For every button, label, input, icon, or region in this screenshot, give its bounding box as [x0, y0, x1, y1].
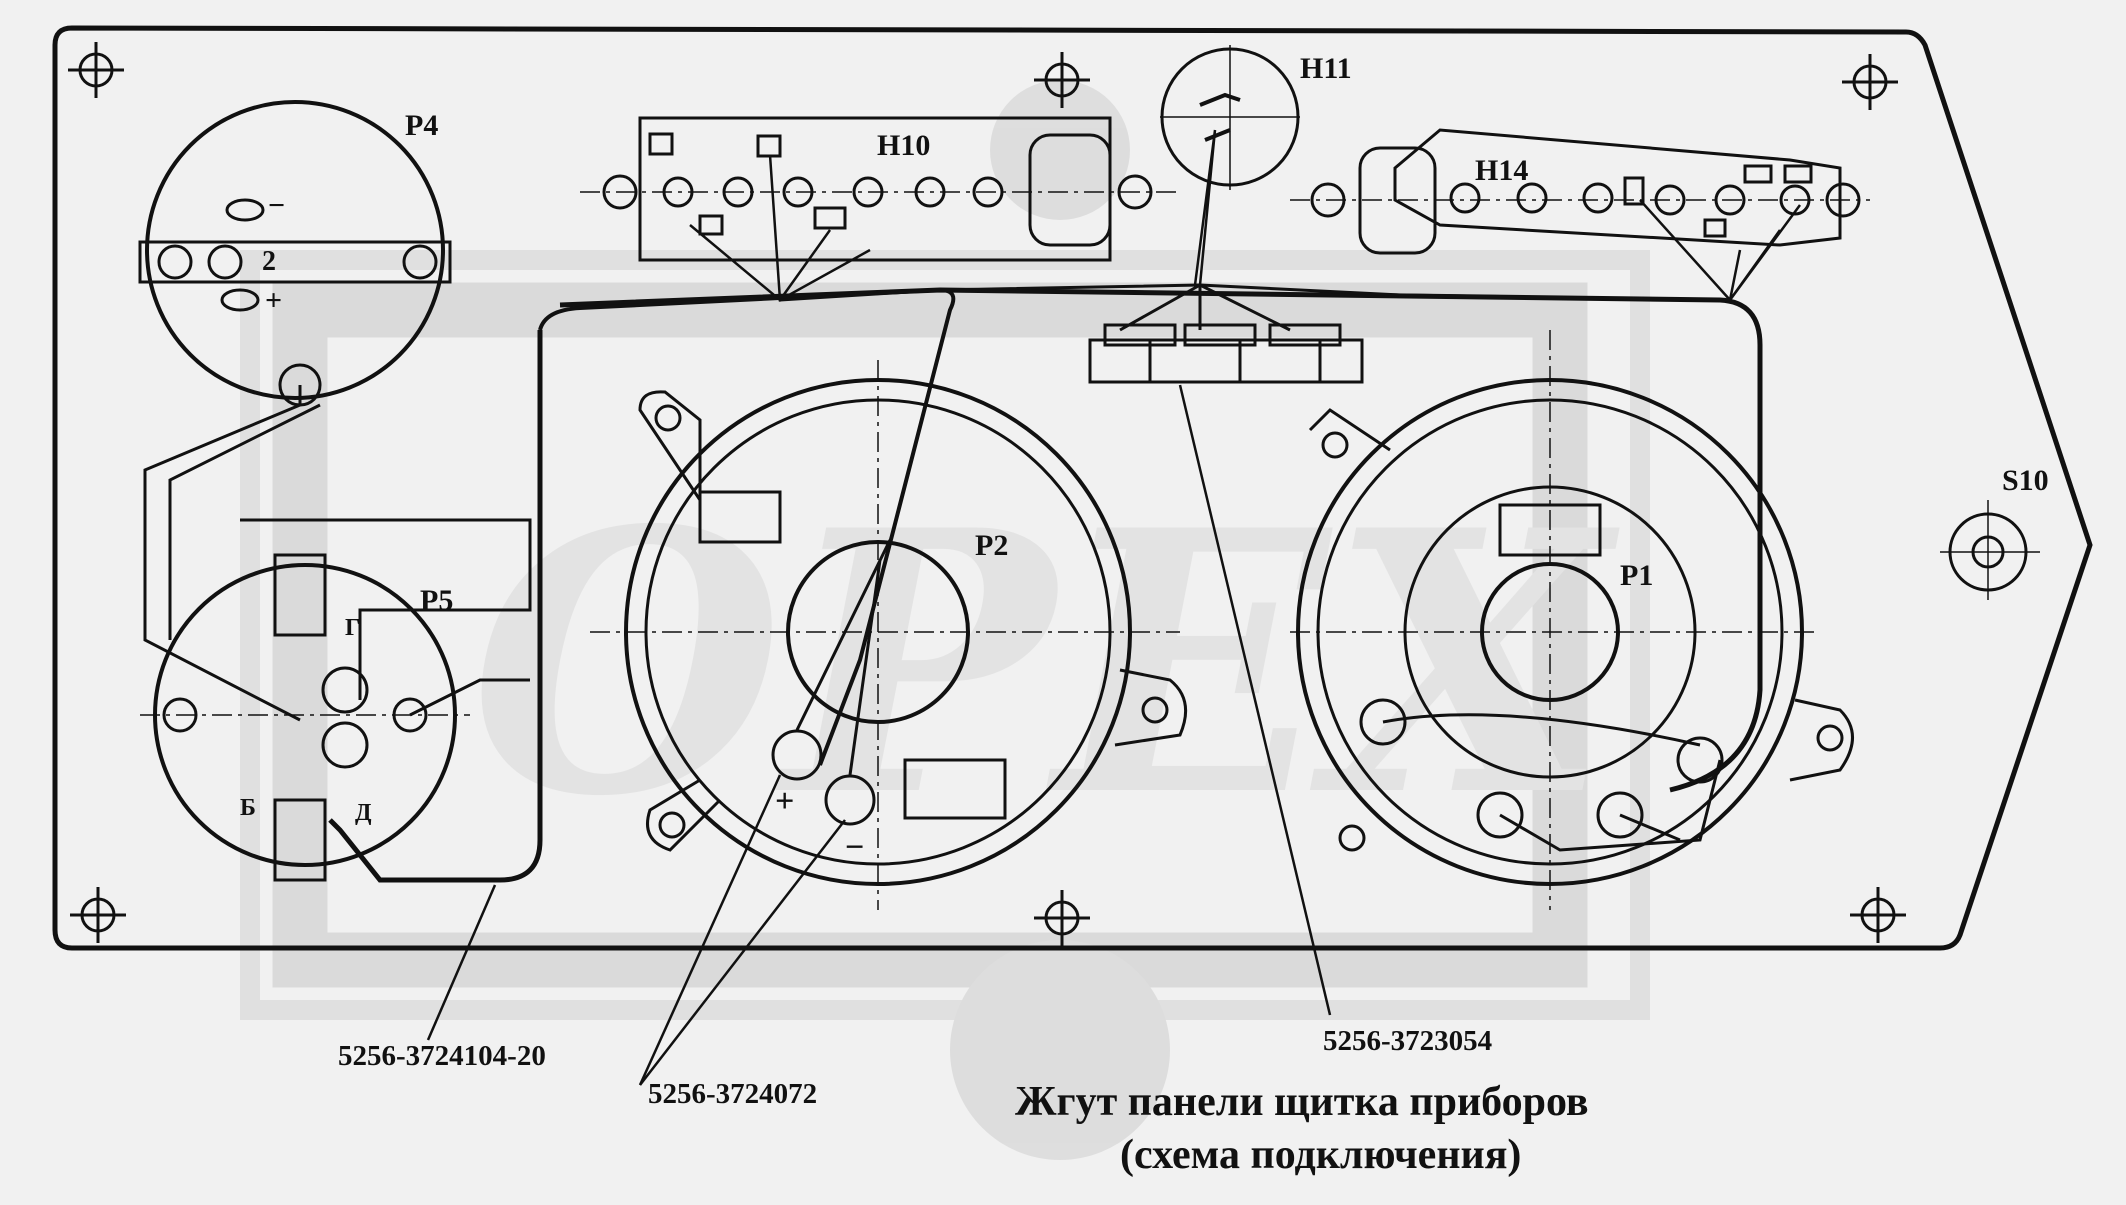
p4-plus-mark: + — [265, 284, 282, 317]
title-line-1: Жгут панели щитка приборов — [1015, 1079, 1589, 1125]
gauge-p4: P4 − 2 + — [138, 100, 452, 407]
p4-minus-mark: − — [268, 189, 285, 222]
p4-two-mark: 2 — [262, 246, 276, 277]
h10-label: H10 — [877, 129, 930, 162]
harness-top-wires — [779, 283, 1731, 332]
lamp-block-h10: H10 — [580, 116, 1180, 303]
p2-label: P2 — [975, 529, 1008, 562]
p2-plus-mark: + — [775, 783, 794, 820]
switch-s10: S10 — [1940, 464, 2049, 600]
p4-label: P4 — [405, 109, 438, 142]
part-number-harness: 5256-3724104-20 — [338, 1040, 546, 1072]
p5-label: P5 — [420, 584, 453, 617]
watermark-text: OPEX — [470, 452, 1621, 875]
p2-minus-mark: − — [845, 829, 864, 866]
p5-g-mark: Г — [345, 615, 360, 641]
p1-label: P1 — [1620, 559, 1653, 592]
p5-d-mark: Д — [355, 800, 372, 826]
h14-label: H14 — [1475, 154, 1528, 187]
connector-block — [1088, 323, 1364, 384]
p5-b-mark: Б — [240, 795, 256, 821]
mounting-marks — [68, 42, 1906, 946]
gauge-p5: P5 Г Б Д — [140, 518, 532, 882]
s10-label: S10 — [2002, 464, 2049, 497]
p4-p5-wire — [143, 385, 321, 722]
h11-label: H11 — [1300, 52, 1352, 85]
lamp-block-h14: H14 — [1290, 128, 1870, 303]
part-number-wire: 5256-3724072 — [648, 1078, 817, 1110]
harness-outline — [328, 287, 1763, 883]
lamp-h11: H11 — [1160, 45, 1352, 286]
panel-outline — [52, 25, 2093, 951]
title-line-2: (схема подключения) — [1120, 1132, 1521, 1178]
leader-lines — [426, 384, 1332, 1086]
gauge-p1: P1 — [1290, 330, 1854, 910]
gauge-p2: P2 + − — [590, 360, 1188, 910]
part-number-connector: 5256-3723054 — [1323, 1025, 1492, 1057]
